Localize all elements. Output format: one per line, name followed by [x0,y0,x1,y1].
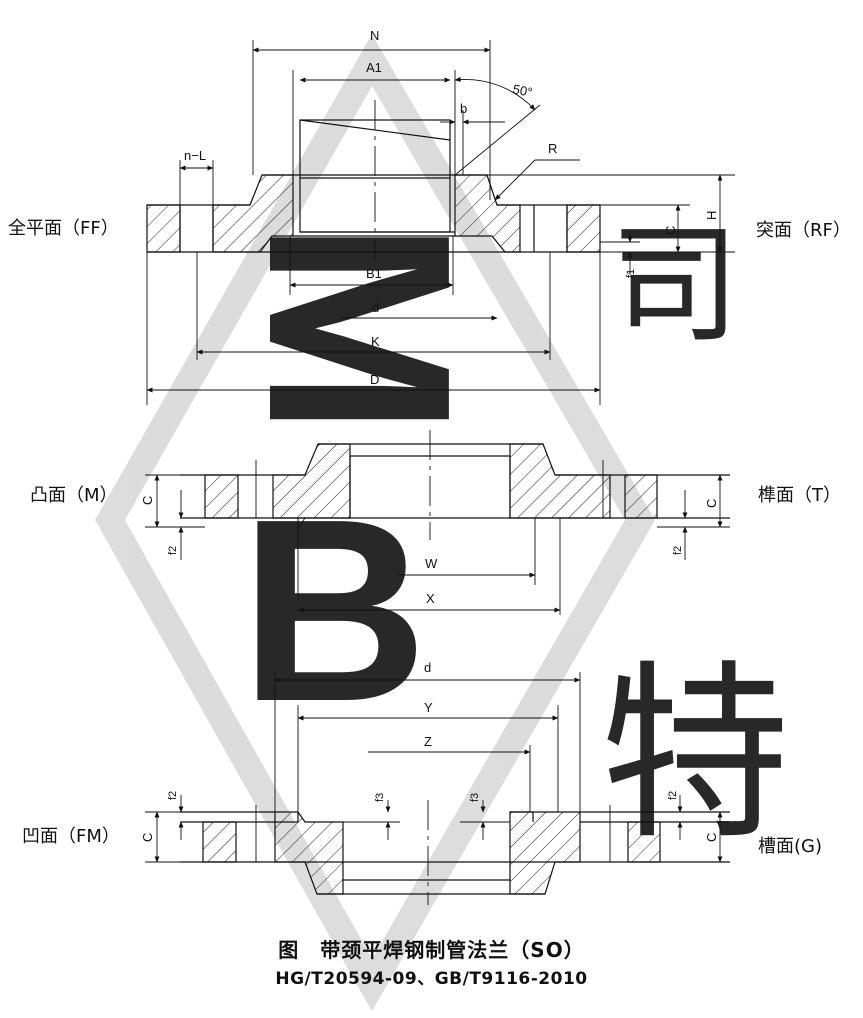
label-tongue-face: 榫面（T） [758,485,841,506]
fm-plate-left [202,821,237,863]
watermark-letter-m: M [214,220,504,437]
dim-c-g: C [704,833,719,842]
label-female-face: 凹面（FM） [22,826,120,847]
view-m-t [145,430,730,615]
m-hub-section [272,443,351,519]
dim-f1: f1 [625,269,637,278]
dim-f2-fm: f2 [167,791,179,800]
label-male-face: 凸面（M） [30,485,118,506]
figure-title: 图 带颈平焊钢制管法兰（SO） [278,938,585,962]
dim-f2-m: f2 [167,546,179,555]
dim-b: b [460,101,467,116]
view-ff-rf [146,40,735,405]
dim-d-fm: d [424,660,431,675]
left-plate-outer [146,204,181,253]
dim-y: Y [424,700,433,715]
dim-f3-right: f3 [469,793,481,802]
label-raised-face: 突面（RF） [756,220,851,241]
dim-h: H [704,211,719,220]
g-plate-right [627,821,661,863]
dim-c-t: C [704,499,719,508]
view-fm-g [145,672,730,905]
g-hub-section [509,811,581,895]
dim-f2-g: f2 [667,791,679,800]
dim-k: K [371,334,380,349]
dim-a1: A1 [366,60,382,75]
right-plate-outer [566,204,601,253]
t-plate-right [624,474,658,519]
dim-b1: B1 [366,266,382,281]
dim-x: X [426,591,435,606]
figure-standards: HG/T20594-09、GB/T9116-2010 [275,969,588,989]
label-groove-face: 槽面(G) [758,836,822,857]
dim-n: N [370,28,379,43]
dim-f3-left: f3 [374,793,386,802]
dim-c-rf: C [663,226,678,235]
dim-r: R [548,141,557,156]
dim-c-m: C [140,496,155,505]
dim-f2-t: f2 [672,546,684,555]
dim-w: W [425,556,438,571]
dim-c-fm: C [140,833,155,842]
m-plate-left [204,474,239,519]
label-full-face: 全平面（FF） [8,218,119,239]
dim-n-l: n−L [184,148,206,163]
watermark-diamond [95,33,656,1012]
dim-z: Z [424,734,432,749]
dimension-labels: N A1 50° b R n−L H C f1 B1 d K D C f2 C … [140,28,719,842]
dim-d-top: d [372,300,379,315]
dim-angle: 50° [511,81,533,100]
dim-d-outer: D [370,372,379,387]
